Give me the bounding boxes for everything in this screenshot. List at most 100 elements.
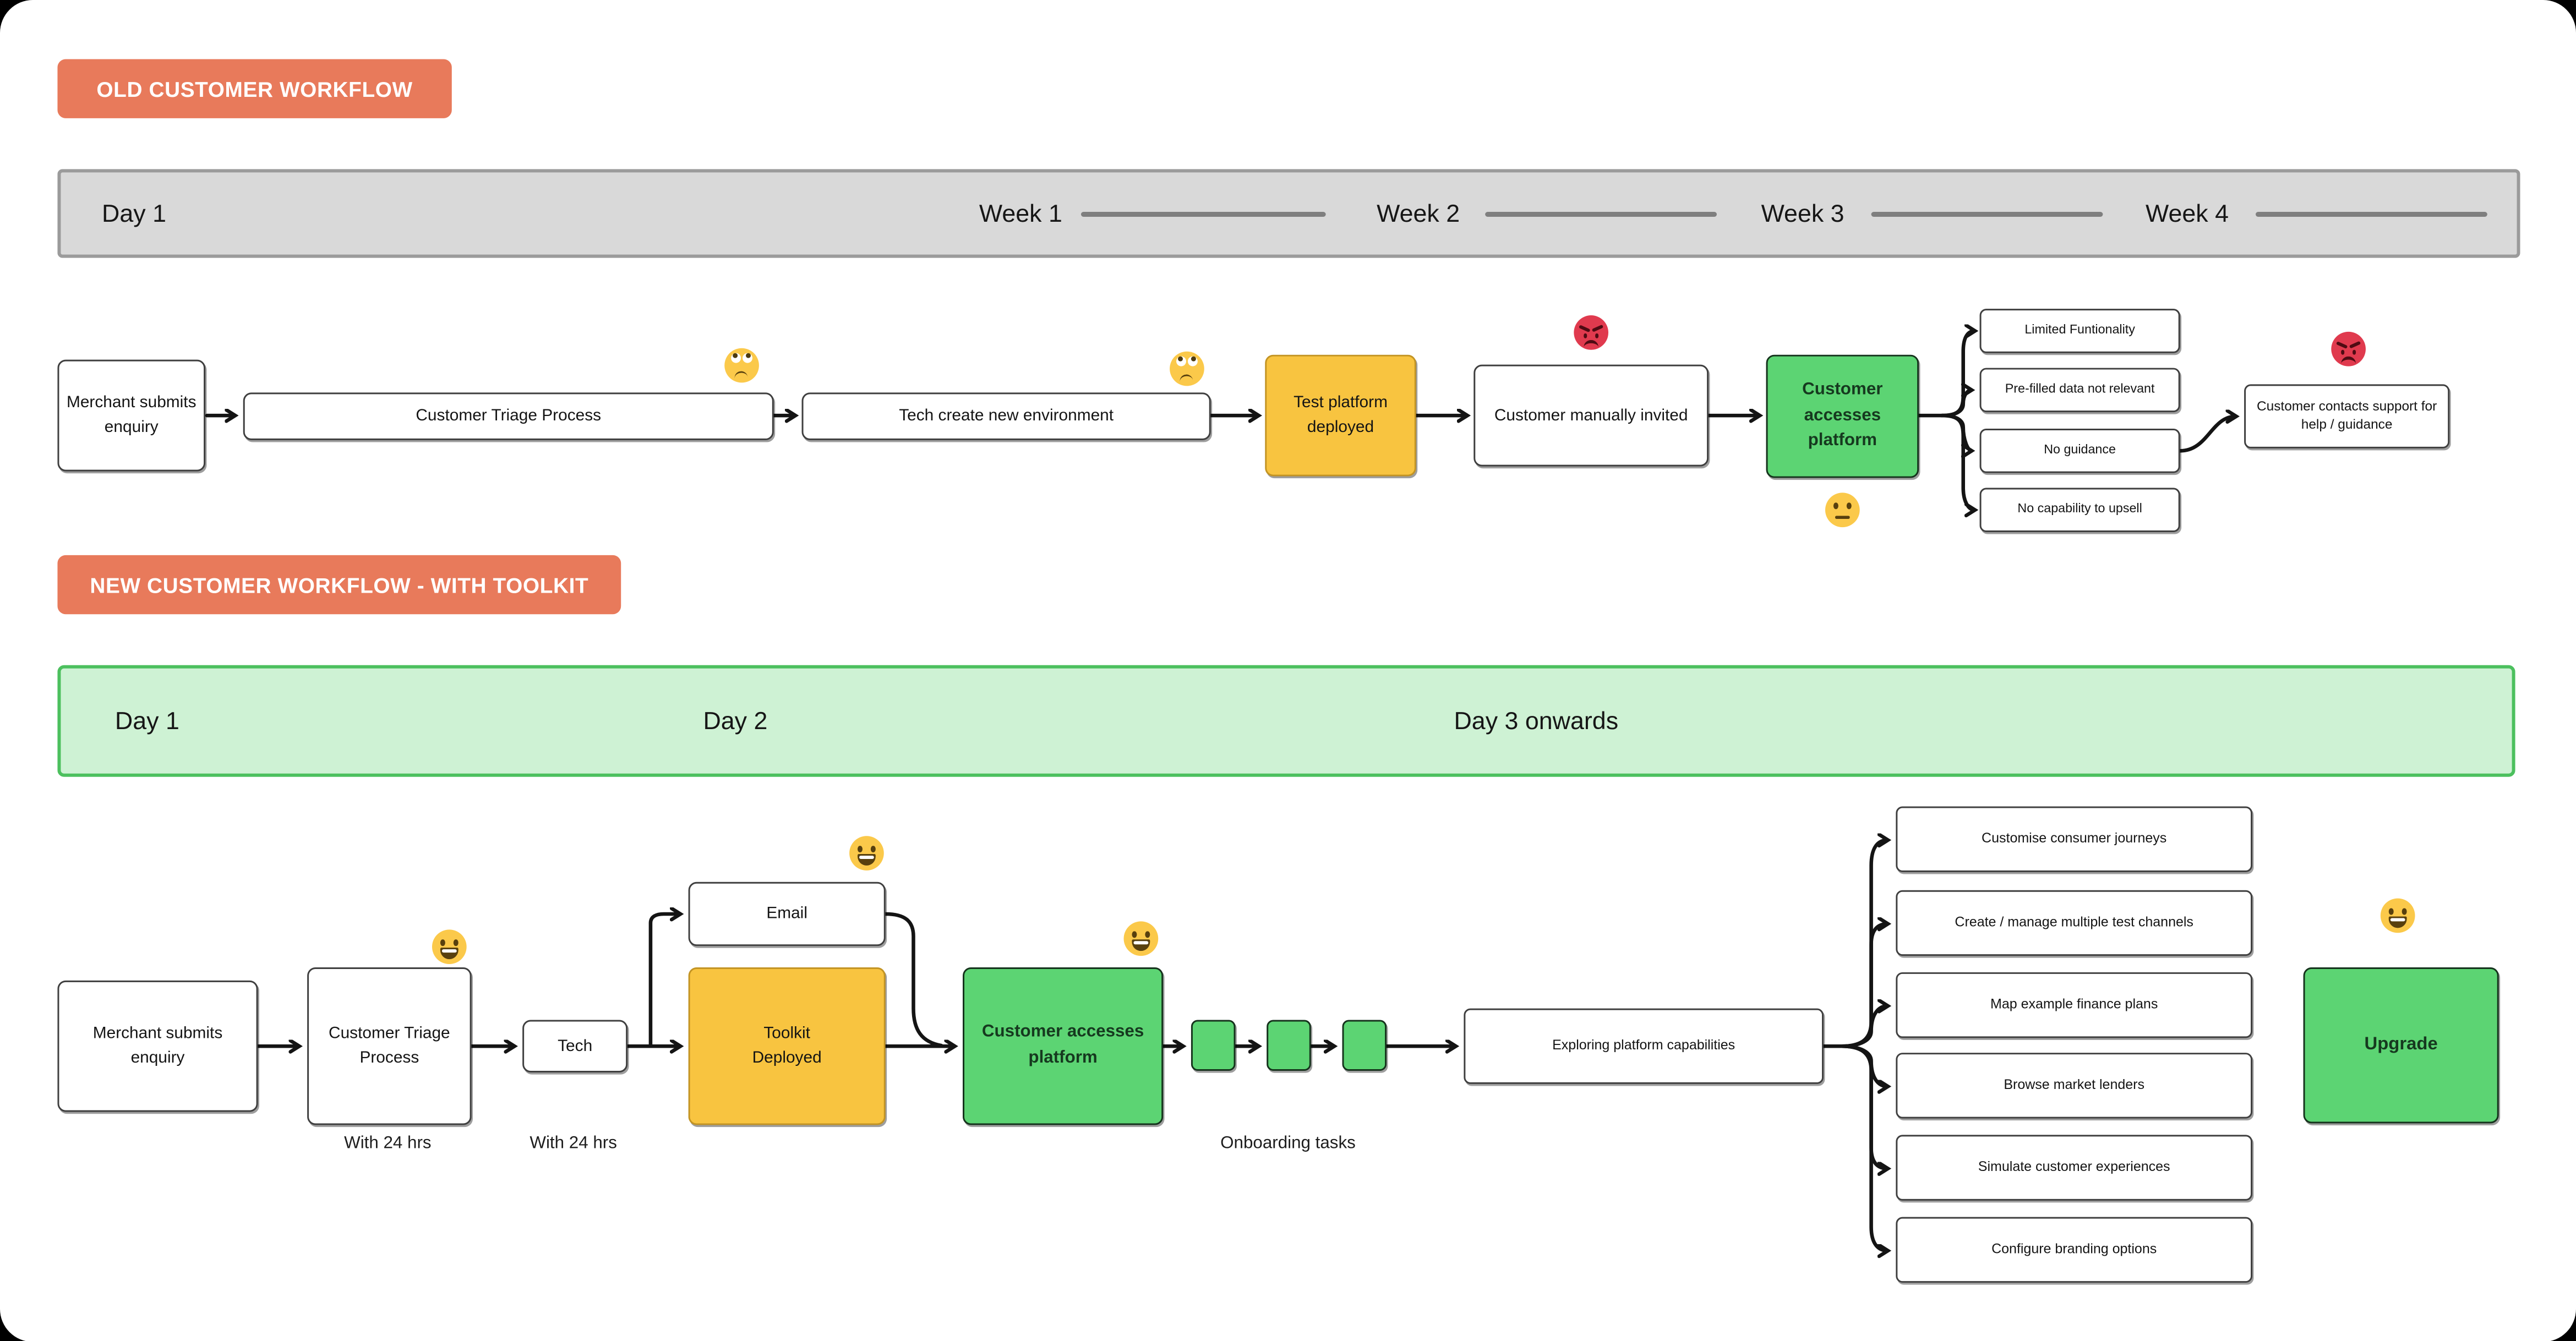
- old-timeline-week4: Week 4: [2146, 200, 2229, 228]
- new-workflow-badge: NEW CUSTOMER WORKFLOW - WITH TOOLKIT: [57, 555, 621, 615]
- emoji-eye: [453, 938, 459, 946]
- caption-with-24hrs-triage: With 24 hrs: [344, 1133, 432, 1153]
- pain-point-label: No guidance: [2044, 442, 2116, 458]
- emoji-eye: [2388, 907, 2394, 915]
- new-node-toolkit-deployed-label: Toolkit Deployed: [752, 1025, 822, 1068]
- emoji-brow: [1591, 325, 1603, 332]
- pain-point-label: No capability to upsell: [2017, 501, 2142, 517]
- emoji-eye: [870, 845, 876, 853]
- old-workflow-badge-label: OLD CUSTOMER WORKFLOW: [96, 76, 413, 101]
- capability-label: Create / manage multiple test channels: [1955, 913, 2193, 931]
- rolling-eyes-emoji: [724, 348, 759, 383]
- capability-branding-options: Configure branding options: [1896, 1217, 2253, 1283]
- timeline-divider: [1080, 212, 1326, 216]
- old-pain-point-no-guidance: No guidance: [1979, 429, 2180, 473]
- grinning-face-emoji: [1123, 921, 1159, 956]
- caption-with-24hrs-tech: With 24 hrs: [530, 1133, 617, 1153]
- capability-label: Configure branding options: [1991, 1240, 2157, 1257]
- emoji-eye: [1132, 930, 1137, 938]
- pain-point-label: Pre-filled data not relevant: [2005, 381, 2155, 397]
- emoji-mouth: [2341, 355, 2356, 366]
- emoji-brow: [2336, 341, 2348, 349]
- new-node-access-platform-label: Customer accesses platform: [981, 1022, 1144, 1068]
- grinning-face-emoji: [432, 929, 467, 965]
- emoji-brow: [2349, 341, 2361, 349]
- angry-face-emoji: [1574, 315, 1609, 350]
- old-node-access-platform-label: Customer accesses platform: [1802, 379, 1883, 451]
- emoji-eye: [743, 353, 753, 364]
- onboarding-task-square: [1191, 1020, 1236, 1071]
- new-node-merchant-enquiry: Merchant submits enquiry: [57, 980, 258, 1112]
- emoji-eye: [2352, 349, 2357, 355]
- emoji-mouth: [1178, 374, 1194, 384]
- old-node-contact-support: Customer contacts support for help / gui…: [2244, 384, 2450, 448]
- emoji-eye: [1144, 930, 1150, 938]
- new-node-tech-label: Tech: [558, 1037, 593, 1055]
- old-pain-point-no-upsell: No capability to upsell: [1979, 488, 2180, 533]
- old-timeline-week1: Week 1: [979, 200, 1062, 228]
- new-timeline-day2: Day 2: [703, 708, 768, 736]
- emoji-mouth: [1584, 339, 1599, 350]
- emoji-eye: [2340, 349, 2345, 355]
- capability-label: Customise consumer journeys: [1982, 830, 2167, 847]
- capability-market-lenders: Browse market lenders: [1896, 1053, 2253, 1119]
- new-node-upgrade-label: Upgrade: [2364, 1035, 2438, 1055]
- emoji-eye: [858, 845, 863, 853]
- old-pain-point-prefilled-data: Pre-filled data not relevant: [1979, 368, 2180, 413]
- emoji-mouth: [733, 370, 749, 380]
- new-workflow-badge-label: NEW CUSTOMER WORKFLOW - WITH TOOLKIT: [90, 572, 589, 597]
- emoji-mouth: [856, 854, 877, 865]
- new-timeline-band: [57, 665, 2515, 777]
- pain-point-label: Limited Funtionality: [2024, 322, 2135, 338]
- emoji-mouth: [2388, 917, 2408, 928]
- old-node-tech-environment-label: Tech create new environment: [899, 407, 1114, 426]
- emoji-eye: [2402, 907, 2407, 915]
- emoji-eye: [1187, 357, 1198, 367]
- old-timeline-week3: Week 3: [1761, 200, 1844, 228]
- emoji-brow: [1579, 325, 1591, 332]
- old-node-test-platform: Test platform deployed: [1265, 354, 1416, 477]
- capability-label: Browse market lenders: [2004, 1076, 2145, 1093]
- old-node-merchant-enquiry: Merchant submits enquiry: [57, 359, 206, 472]
- old-node-contact-support-label: Customer contacts support for help / gui…: [2256, 398, 2437, 431]
- new-node-exploring-capabilities-label: Exploring platform capabilities: [1552, 1037, 1735, 1054]
- old-node-test-platform-label: Test platform deployed: [1294, 394, 1388, 437]
- capability-finance-plans: Map example finance plans: [1896, 972, 2253, 1038]
- new-node-toolkit-deployed: Toolkit Deployed: [688, 967, 886, 1125]
- capability-simulate-experiences: Simulate customer experiences: [1896, 1135, 2253, 1201]
- caption-onboarding-tasks: Onboarding tasks: [1220, 1133, 1356, 1153]
- new-node-triage: Customer Triage Process: [307, 967, 472, 1125]
- old-pain-point-limited-functionality: Limited Funtionality: [1979, 309, 2180, 353]
- timeline-divider: [2255, 212, 2487, 216]
- emoji-eye: [730, 353, 741, 364]
- capability-customise-journeys: Customise consumer journeys: [1896, 806, 2253, 872]
- new-node-email: Email: [688, 882, 886, 946]
- old-timeline-day1: Day 1: [102, 200, 167, 228]
- old-node-merchant-enquiry-label: Merchant submits enquiry: [66, 394, 197, 437]
- old-node-tech-environment: Tech create new environment: [801, 392, 1211, 440]
- old-workflow-badge: OLD CUSTOMER WORKFLOW: [57, 59, 452, 118]
- new-node-merchant-enquiry-label: Merchant submits enquiry: [92, 1025, 223, 1068]
- capability-test-channels: Create / manage multiple test channels: [1896, 890, 2253, 956]
- emoji-eye: [1846, 501, 1852, 510]
- new-node-email-label: Email: [766, 905, 807, 923]
- onboarding-task-square: [1267, 1020, 1311, 1071]
- emoji-eye: [440, 938, 446, 946]
- old-timeline-week2: Week 2: [1377, 200, 1460, 228]
- new-node-tech: Tech: [522, 1020, 628, 1073]
- old-node-manual-invite: Customer manually invited: [1473, 364, 1709, 467]
- rolling-eyes-emoji: [1170, 351, 1204, 386]
- old-node-triage-label: Customer Triage Process: [416, 407, 602, 426]
- old-node-triage: Customer Triage Process: [243, 392, 774, 440]
- new-timeline-day1: Day 1: [114, 708, 179, 736]
- old-node-manual-invite-label: Customer manually invited: [1494, 406, 1688, 425]
- old-node-access-platform: Customer accesses platform: [1766, 354, 1919, 478]
- onboarding-task-square: [1342, 1020, 1387, 1071]
- grinning-face-emoji: [2380, 898, 2415, 933]
- emoji-eye: [1833, 501, 1839, 510]
- neutral-face-emoji: [1825, 492, 1860, 528]
- emoji-mouth: [1131, 939, 1151, 950]
- emoji-eye: [1595, 332, 1600, 338]
- emoji-mouth: [439, 948, 459, 959]
